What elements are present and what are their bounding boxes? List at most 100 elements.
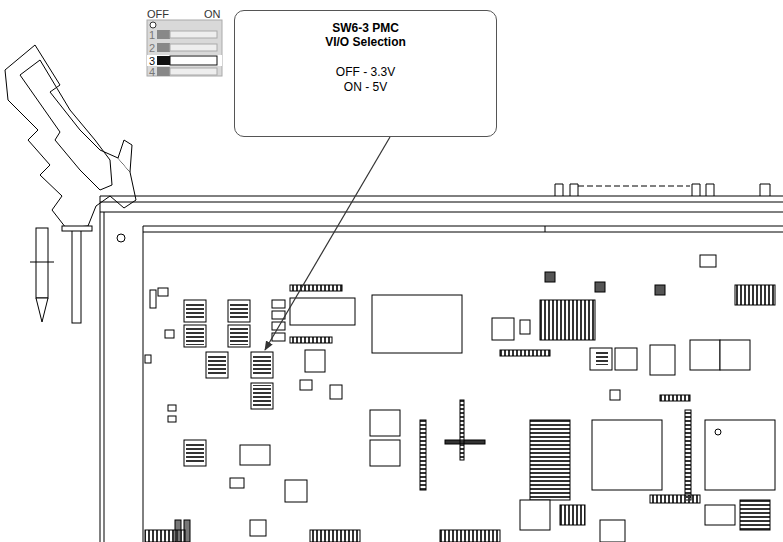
board-part (184, 300, 206, 322)
callout-text: OFF - 3.3V ON - 5V (329, 65, 403, 95)
board-part (157, 67, 170, 76)
board-part (157, 43, 170, 52)
board-outline (100, 184, 783, 542)
board-part (520, 320, 530, 334)
board-part (150, 22, 156, 28)
board-part (165, 330, 174, 338)
board-part (186, 302, 204, 320)
board-part (168, 416, 176, 422)
board-part (492, 318, 514, 340)
board-part (596, 350, 608, 365)
board-part (310, 530, 360, 542)
board-part (290, 285, 342, 291)
board-part (305, 350, 325, 372)
board-part (735, 285, 775, 305)
board-part (206, 352, 228, 378)
board-part (595, 282, 605, 292)
board-part (158, 288, 168, 296)
board-part (500, 350, 550, 356)
board-part (370, 440, 400, 466)
board-part (290, 298, 355, 325)
board-part (372, 295, 462, 353)
board-part (100, 196, 101, 542)
leader-line (265, 137, 390, 350)
board-part (530, 420, 570, 500)
board-part (720, 340, 750, 370)
board-part (253, 354, 271, 376)
board-part (20, 60, 112, 190)
board-part (147, 55, 222, 66)
board-part (168, 405, 176, 411)
board-part (592, 420, 662, 490)
board-part (36, 228, 48, 298)
board-part (685, 410, 691, 500)
board-part (170, 31, 217, 38)
board-part (228, 325, 250, 347)
board-part (715, 429, 721, 435)
board-part (760, 184, 770, 196)
board-part (186, 327, 204, 345)
board-part (250, 520, 266, 536)
board-part (230, 327, 248, 345)
board-part (170, 56, 217, 65)
board-part (272, 300, 285, 308)
board-part (186, 442, 204, 464)
board-part (290, 337, 332, 343)
switch-number: 4 (149, 66, 155, 78)
switch-state-label: ON (204, 8, 221, 20)
board-part (143, 226, 783, 227)
board-part (615, 348, 637, 370)
board-part (5, 45, 136, 228)
board-part (460, 400, 464, 460)
board-part (228, 300, 250, 322)
board-part (655, 285, 665, 295)
board-part (240, 445, 270, 465)
board-part (100, 202, 783, 203)
board-part (520, 500, 550, 530)
callout-heading: SW6-3 PMC VI/O Selection (301, 21, 431, 49)
board-part (705, 505, 735, 525)
board-part (285, 480, 307, 502)
switch-number: 2 (149, 42, 155, 54)
ejector-handle (5, 45, 136, 323)
board-part (650, 495, 700, 503)
board-part (330, 385, 342, 399)
board-part (170, 44, 217, 51)
board-part (157, 56, 170, 65)
board-part (100, 212, 783, 213)
board-part (147, 20, 222, 76)
board-part (251, 352, 273, 378)
switch-number: 3 (149, 55, 155, 67)
board-part (740, 500, 770, 530)
board-part (660, 395, 690, 401)
board-part (117, 234, 125, 242)
board-part (300, 380, 312, 390)
board-part (650, 345, 675, 375)
board-part (610, 390, 620, 400)
dip-switch-inset (147, 20, 222, 76)
board-part (690, 340, 720, 370)
board-part (545, 226, 546, 232)
board-part (700, 255, 716, 267)
board-part (230, 302, 248, 320)
board-part (692, 184, 714, 196)
board-part (150, 290, 156, 308)
board-part (370, 410, 400, 436)
board-part (100, 196, 783, 197)
board-part (170, 68, 217, 75)
board-part (143, 232, 783, 233)
board-part (230, 478, 244, 488)
board-part (36, 298, 48, 322)
board-part (118, 140, 132, 172)
board-part (705, 420, 775, 490)
board-part (30, 262, 54, 263)
board-part (62, 226, 92, 231)
switch-state-label: OFF (147, 8, 169, 20)
board-part (440, 530, 500, 542)
switch-number: 1 (149, 29, 155, 41)
board-part (104, 212, 105, 542)
board-part (208, 354, 226, 376)
board-part (184, 440, 206, 466)
board-part (251, 383, 273, 409)
board-part (578, 186, 690, 187)
